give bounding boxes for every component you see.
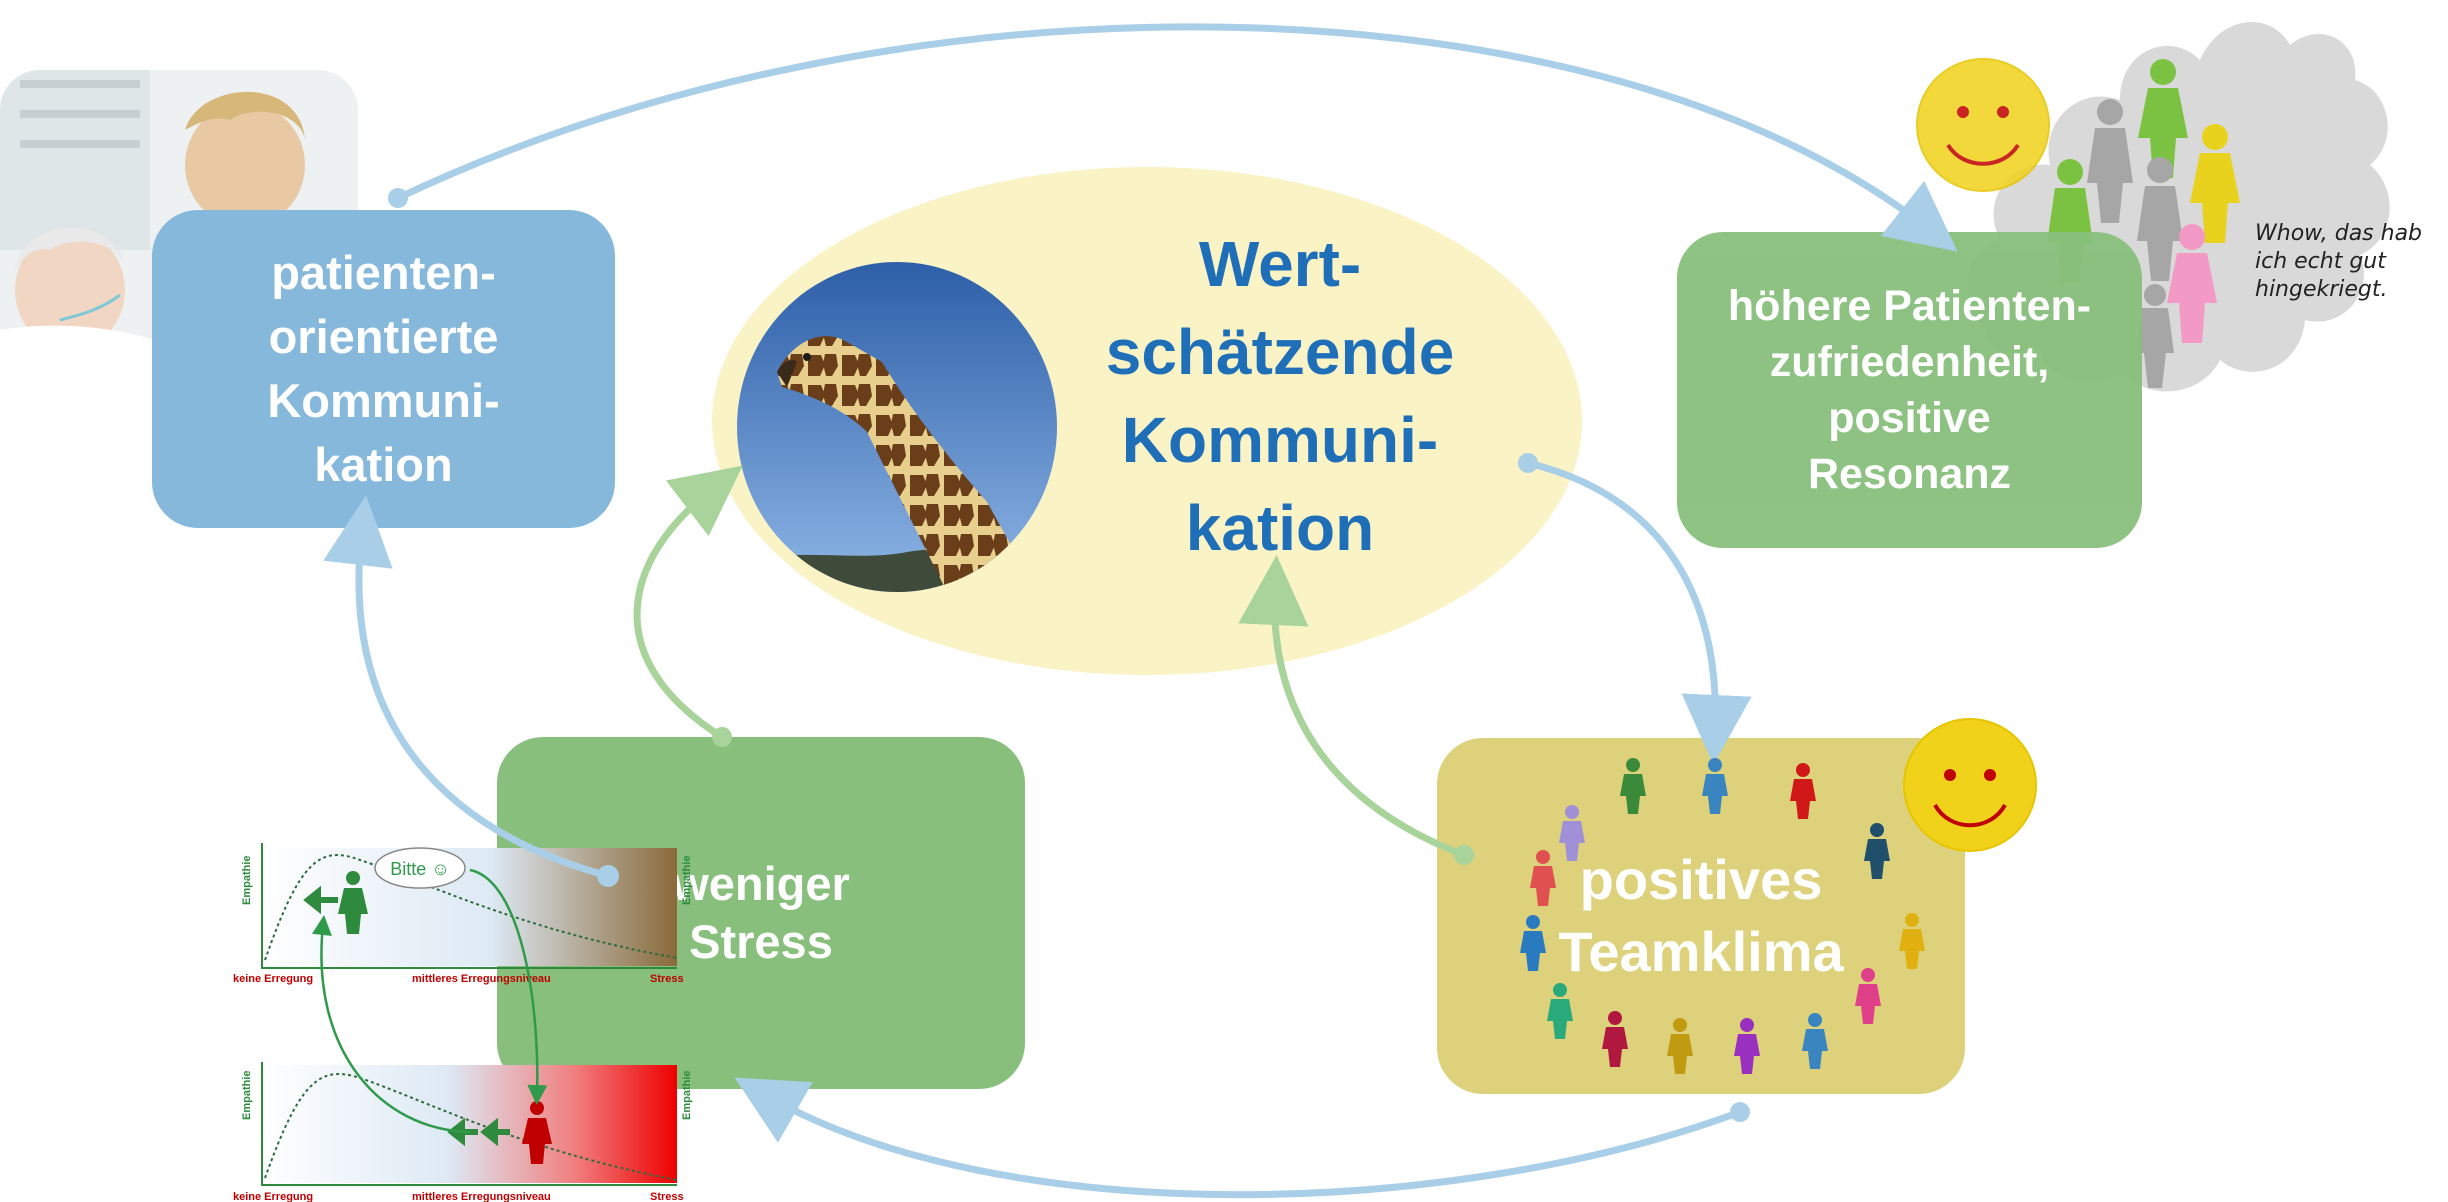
center-title: Wert- schätzende Kommuni- kation <box>1105 228 1455 564</box>
patient-satisfaction-label: höhere Patienten- zufriedenheit, positiv… <box>1727 282 2092 498</box>
patient-communication-label: patienten- orientierte Kommuni- kation <box>267 246 500 491</box>
quote-text: Whow, das hab ich echt gut hingekriegt. <box>2255 221 2423 302</box>
crowd-figures <box>2047 59 2240 388</box>
less-stress-box: weniger Stress <box>497 737 1025 1089</box>
giraffe-photo <box>737 262 1057 592</box>
patient-satisfaction-box: höhere Patienten- zufriedenheit, positiv… <box>1677 232 2142 548</box>
less-stress-label: weniger Stress <box>672 857 850 968</box>
team-climate-box: positives Teamklima <box>1437 738 1965 1094</box>
team-climate-label: positives Teamklima <box>1558 848 1844 983</box>
patient-communication-box: patienten- orientierte Kommuni- kation <box>152 210 615 528</box>
